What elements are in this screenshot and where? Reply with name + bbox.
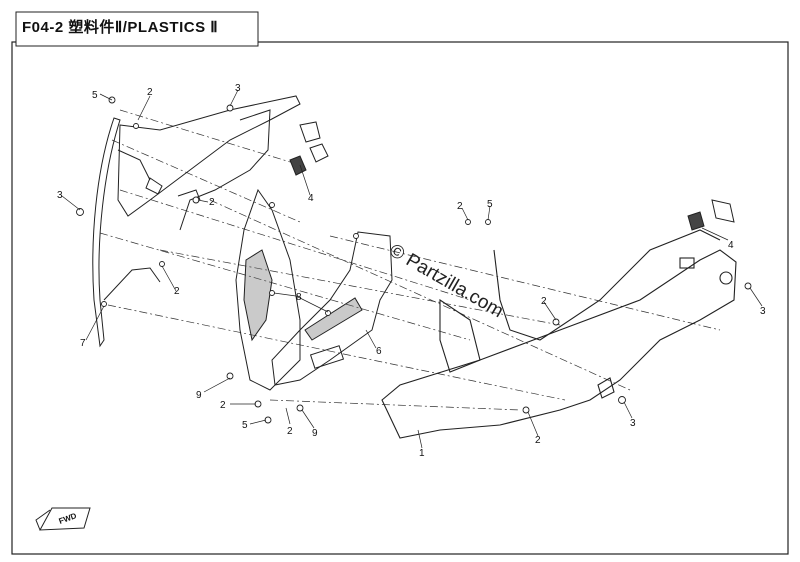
callout-5: 5 xyxy=(487,199,493,210)
clip-part-4-right xyxy=(687,199,735,231)
callout-2: 2 xyxy=(287,426,293,437)
alignment-lines xyxy=(99,109,721,411)
callout-3: 3 xyxy=(235,83,241,94)
fastener-symbols xyxy=(76,96,752,424)
callout-2: 2 xyxy=(147,87,153,98)
drawing-frame xyxy=(11,41,789,555)
callout-6: 6 xyxy=(376,346,382,357)
callout-2: 2 xyxy=(457,201,463,212)
callout-3: 3 xyxy=(760,306,766,317)
callout-3: 3 xyxy=(630,418,636,429)
page-title: F04-2 塑料件Ⅱ/PLASTICS Ⅱ xyxy=(22,19,219,36)
lower-front-panel-part-6 xyxy=(271,231,393,386)
right-side-panel-part-1 xyxy=(381,229,737,439)
callout-2: 2 xyxy=(174,286,180,297)
left-side-rail-part-7 xyxy=(92,117,161,348)
callout-5: 5 xyxy=(92,90,98,101)
callout-1: 1 xyxy=(419,448,425,459)
callout-5: 5 xyxy=(242,420,248,431)
callout-2: 2 xyxy=(541,296,547,307)
callout-4: 4 xyxy=(728,240,734,251)
callout-8: 8 xyxy=(296,292,302,303)
callout-3: 3 xyxy=(57,190,63,201)
leader-lines xyxy=(61,89,763,449)
callout-2: 2 xyxy=(535,435,541,446)
callout-9: 9 xyxy=(196,390,202,401)
callout-2: 2 xyxy=(220,400,226,411)
callout-9: 9 xyxy=(312,428,318,439)
callout-2: 2 xyxy=(209,197,215,208)
callout-4: 4 xyxy=(308,193,314,204)
callout-labels: 5 2 3 4 3 2 8 2 7 6 9 2 5 2 9 1 2 5 2 4 … xyxy=(57,83,766,459)
upper-cowl-part xyxy=(117,95,301,231)
clip-part-4-upper xyxy=(289,121,329,176)
fwd-arrow-icon: FWD xyxy=(35,507,91,531)
callout-7: 7 xyxy=(80,338,86,349)
title-box-border xyxy=(15,11,259,47)
inner-center-panel-part-8 xyxy=(235,188,301,391)
